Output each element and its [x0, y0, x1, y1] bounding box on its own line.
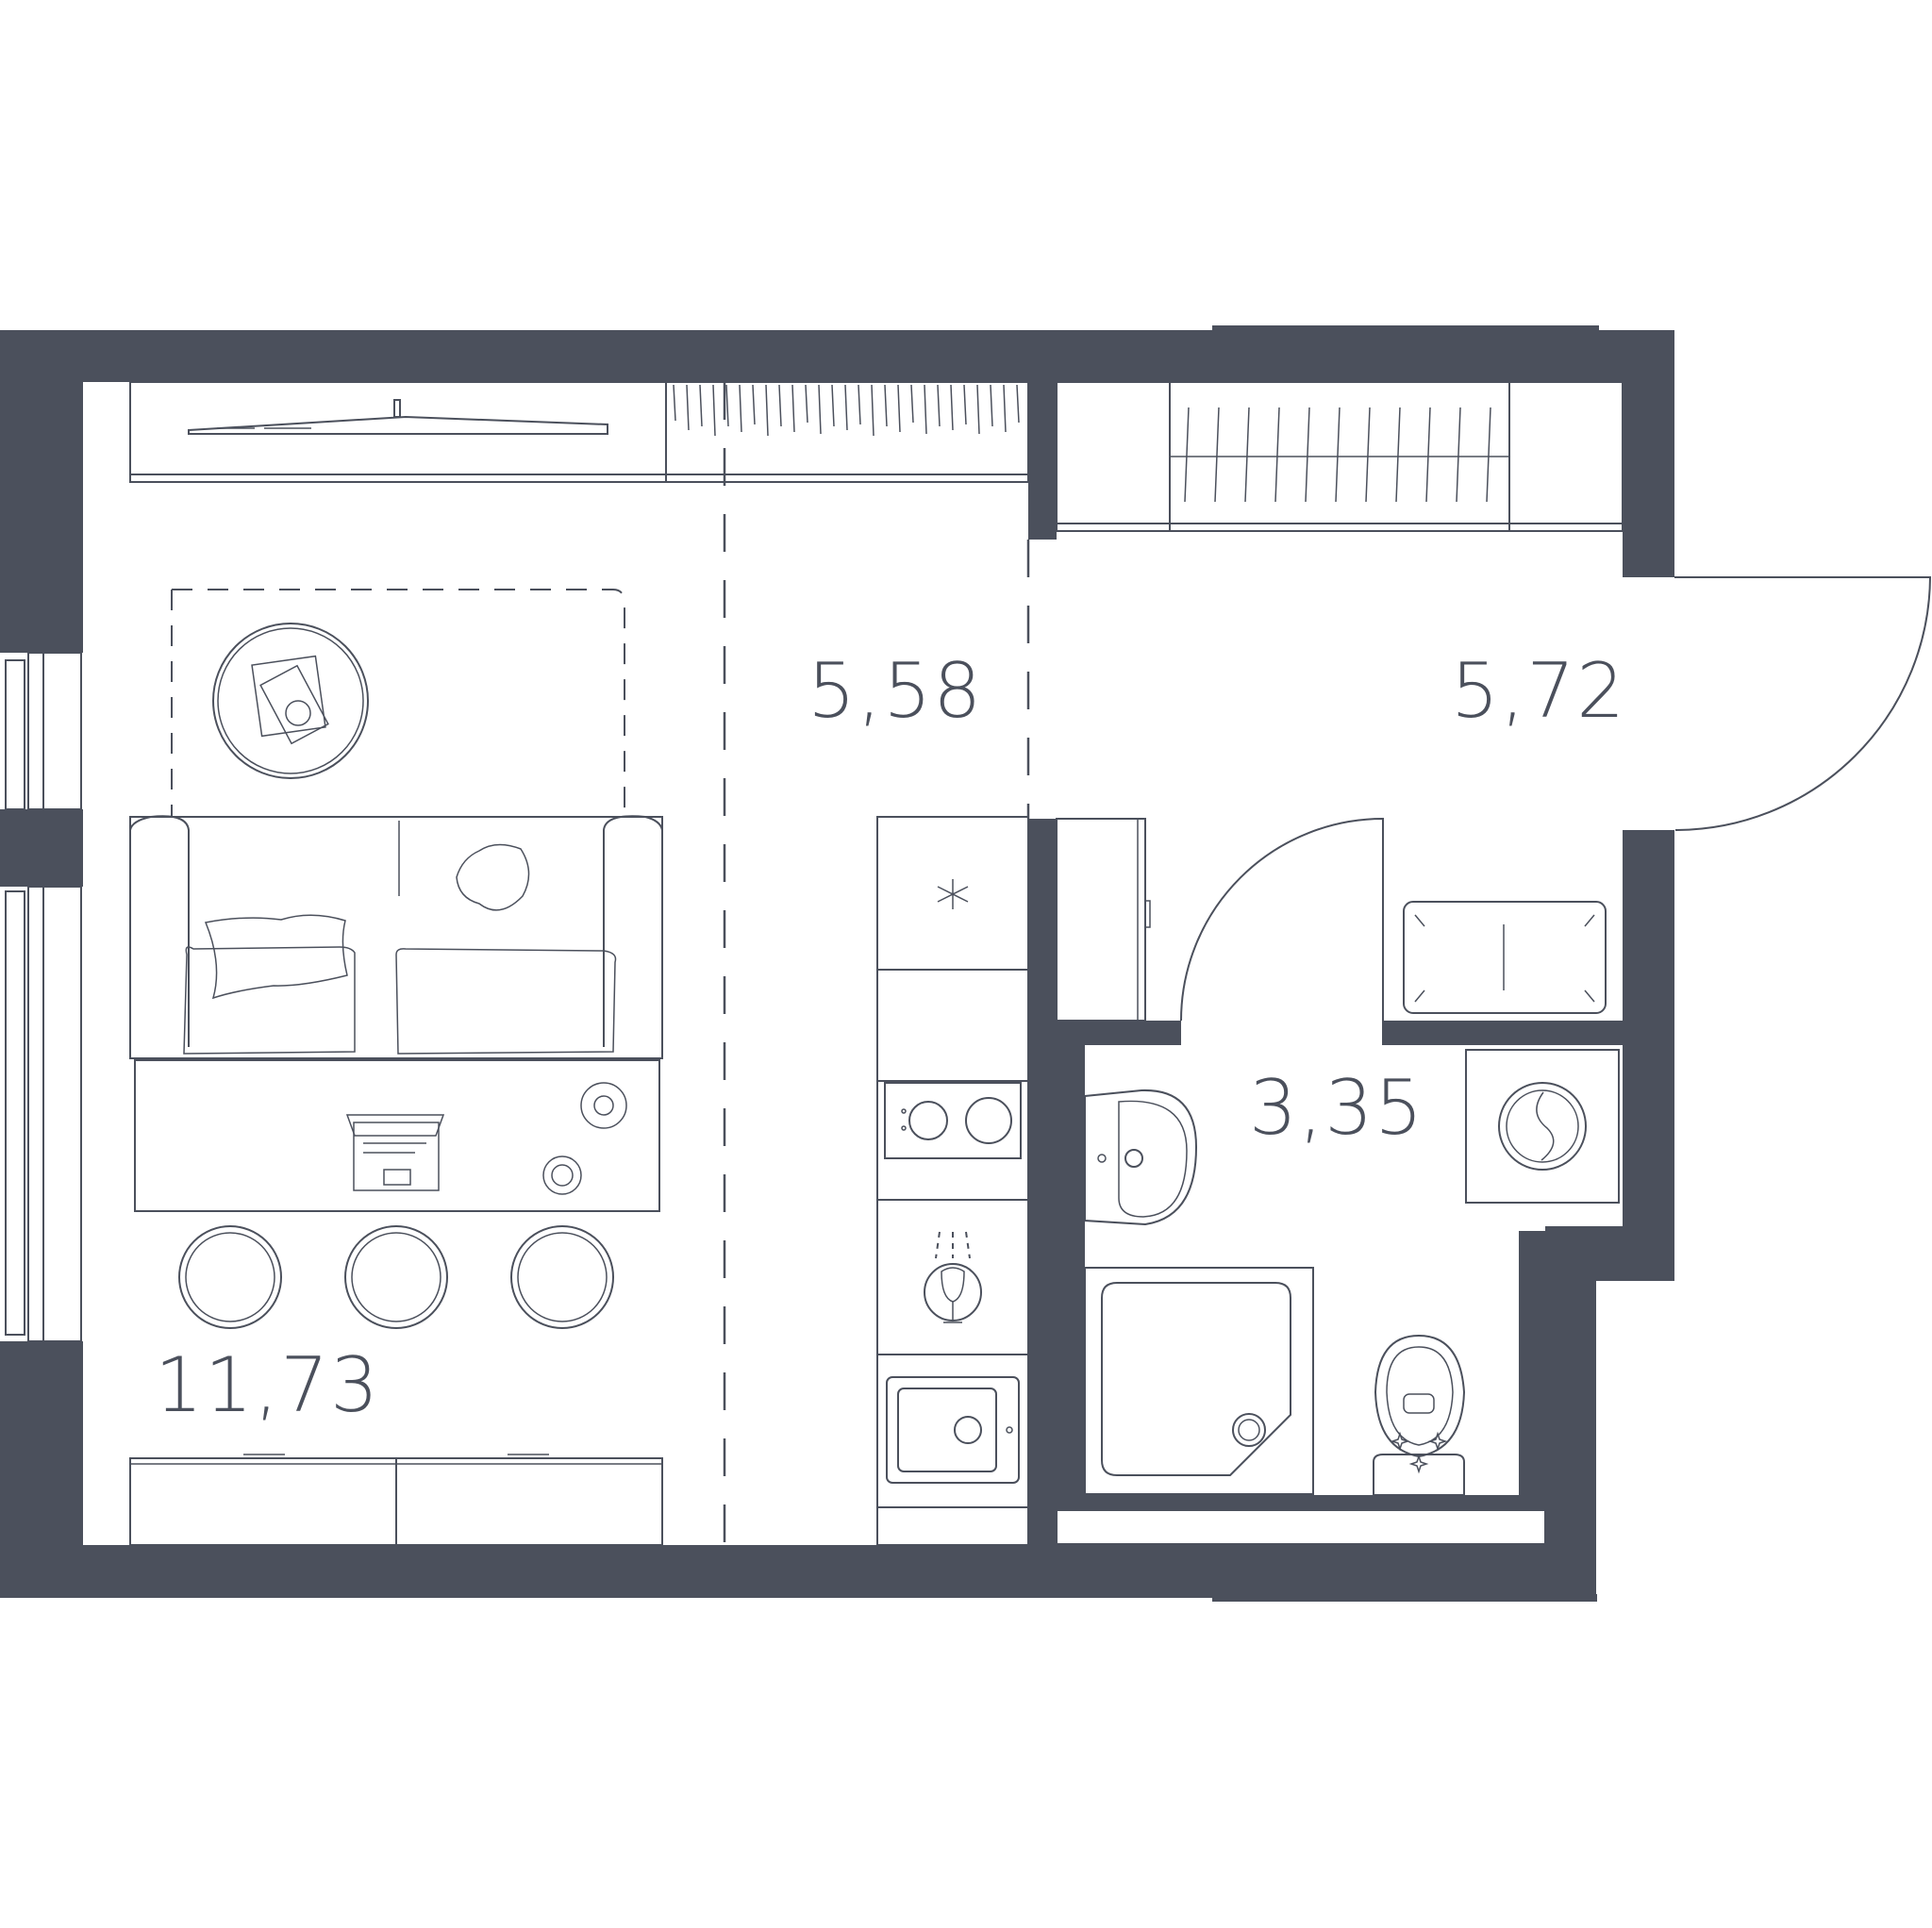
- walls: [0, 325, 1674, 1602]
- living-room: [129, 381, 667, 1546]
- kitchen-area-label: 5,58: [808, 647, 983, 735]
- hall-area-label: 5,72: [1451, 647, 1626, 735]
- bathroom: [1084, 1049, 1620, 1496]
- hall: [1056, 381, 1932, 1022]
- threshold: [1056, 1509, 1546, 1545]
- living-room-area-label: 11,73: [155, 1341, 380, 1429]
- windows: [5, 652, 82, 1342]
- kitchen: [665, 381, 1029, 1546]
- bathroom-area-label: 3,35: [1249, 1064, 1424, 1152]
